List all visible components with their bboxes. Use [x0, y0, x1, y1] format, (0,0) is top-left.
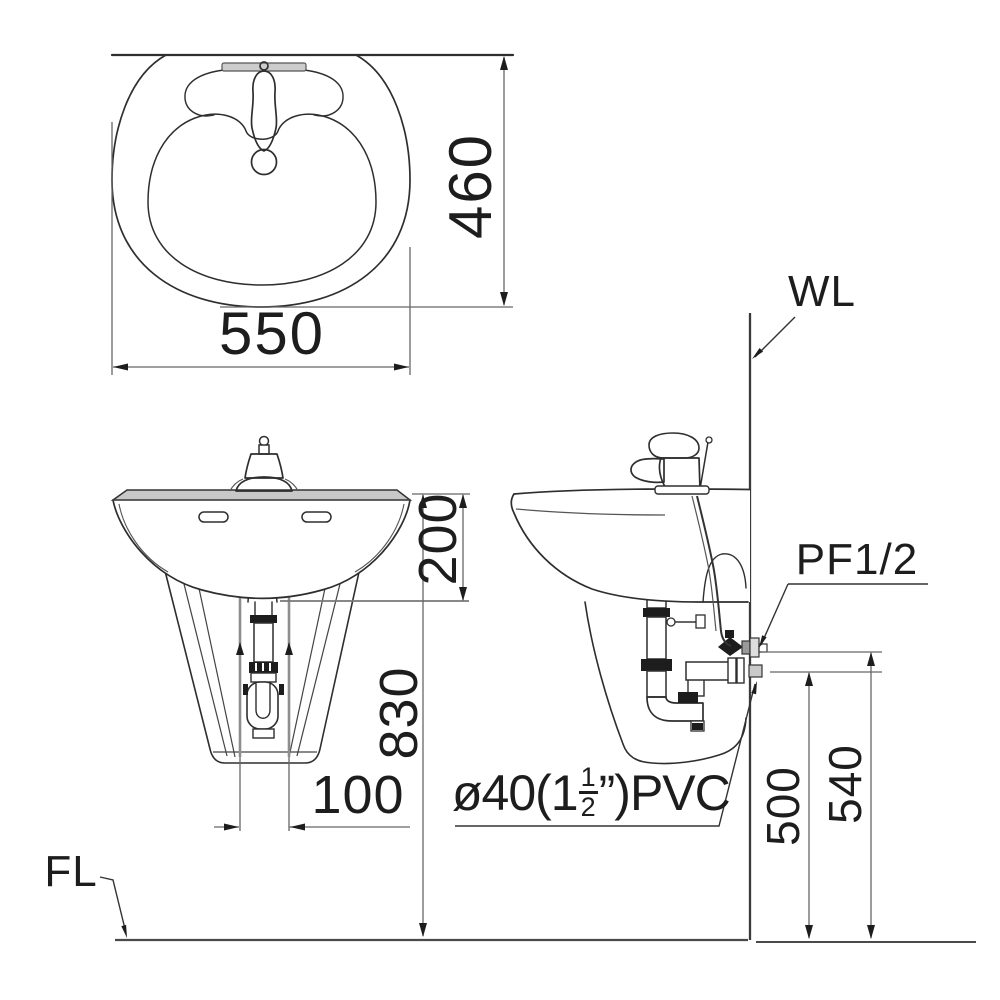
dimension-460-label: 460 [437, 132, 504, 240]
dimension-100-label: 100 [311, 765, 405, 825]
pvc-label-suffix: ”)PVC [598, 765, 731, 821]
side-view [455, 313, 928, 940]
faucet-front [229, 435, 299, 492]
dimension-200-label: 200 [408, 492, 468, 586]
p-trap-side [640, 583, 763, 732]
drain-hole-top-view [250, 148, 278, 176]
dimension-550-label: 550 [218, 300, 326, 367]
top-view [110, 53, 515, 375]
dimension-830-label: 830 [369, 666, 429, 760]
overflow-slot-right [301, 511, 332, 523]
floor-line [99, 876, 976, 943]
dimension-540-label: 540 [819, 744, 871, 824]
pvc-label-prefix: ø40(1 [452, 765, 579, 821]
pedestal-side [584, 601, 747, 765]
pedestal-front [162, 562, 362, 764]
trap-front [246, 681, 279, 730]
faucet-side [630, 432, 713, 495]
supply-fitting-label: PF1/2 [795, 535, 919, 584]
basin-side [510, 493, 749, 603]
dimension-500-label: 500 [757, 766, 809, 846]
front-view [110, 435, 470, 937]
floor-line-label: FL [44, 847, 98, 896]
wall-line-label: WL [788, 267, 856, 316]
supply-hose [696, 495, 732, 647]
overflow-slot-left [198, 511, 229, 523]
drain-outlet-pipe [685, 661, 732, 681]
